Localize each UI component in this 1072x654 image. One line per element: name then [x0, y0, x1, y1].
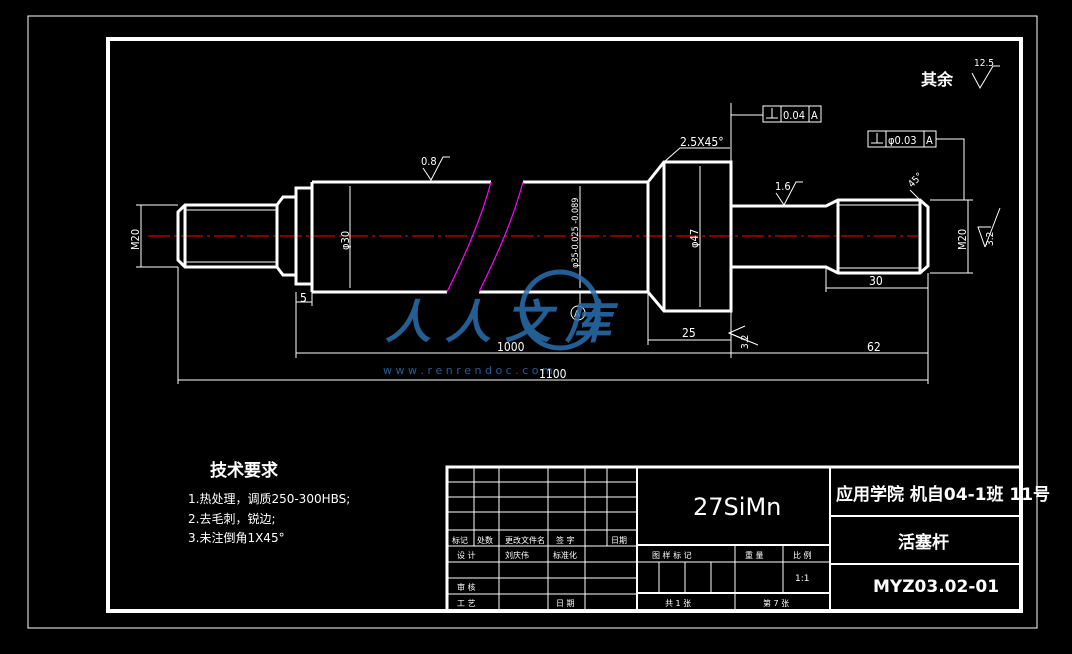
- tb-h-process: 工 艺: [457, 599, 476, 608]
- tb-h-designer: 刘庆伟: [505, 550, 529, 560]
- tb-h-scale: 比 例: [793, 550, 812, 560]
- thread-lines: [185, 204, 920, 269]
- angle-label: 45°: [906, 171, 925, 190]
- length-dims: [177, 103, 965, 384]
- tb-h-date: 日期: [611, 536, 627, 545]
- dim-5: 5: [300, 291, 307, 305]
- tech-requirements: 技术要求 1.热处理，调质250-300HBS; 2.去毛刺，锐边; 3.未注倒…: [188, 460, 350, 545]
- roughness-4: 3.2: [985, 232, 996, 246]
- tb-h-mark: 标记: [452, 535, 468, 545]
- roughness-other-label: 其余: [921, 70, 954, 89]
- dim-d30: φ30: [339, 231, 352, 250]
- watermark: 人人文库 w w w . r e n r e n d o c . c o m: [383, 269, 625, 377]
- tb-drawing-no: MYZ03.02-01: [873, 577, 999, 597]
- shaft-outline: [176, 160, 930, 313]
- perp-tol-2: φ0.03: [888, 134, 917, 147]
- dim-d35: φ35-0.025 -0.089: [571, 198, 581, 268]
- tb-scale-value: 1:1: [795, 574, 809, 584]
- tb-h-signature: 签 字: [556, 535, 575, 545]
- tb-part-name: 活塞杆: [898, 532, 949, 553]
- tech-item-3: 3.未注倒角1X45°: [188, 530, 285, 545]
- roughness-1: 0.8: [421, 155, 437, 168]
- break-lines: [446, 181, 524, 293]
- dim-1100: 1100: [539, 367, 567, 381]
- perp-tol-1-datum: A: [811, 109, 818, 122]
- tech-item-2: 2.去毛刺，锐边;: [188, 512, 276, 526]
- watermark-url: w w w . r e n r e n d o c . c o m: [383, 364, 553, 377]
- tech-item-1: 1.热处理，调质250-300HBS;: [188, 492, 350, 506]
- roughness-3: 3.2: [740, 335, 751, 349]
- dim-30: 30: [869, 274, 883, 288]
- tech-title: 技术要求: [210, 460, 278, 481]
- dim-m20-right: M20: [956, 229, 969, 250]
- tb-h-change: 更改文件名: [505, 535, 545, 545]
- roughness-2: 1.6: [775, 180, 791, 193]
- dim-62: 62: [867, 340, 881, 354]
- tb-material: 27SiMn: [693, 493, 781, 521]
- chamfer-label: 2.5X45°: [680, 135, 724, 149]
- tb-school: 应用学院 机自04-1班 11号: [836, 484, 1050, 505]
- tb-h-total: 共 1 张: [665, 599, 691, 608]
- dim-1000: 1000: [497, 340, 525, 354]
- tb-h-review: 审 核: [457, 582, 476, 592]
- datum-label: A: [574, 309, 581, 320]
- tb-h-design: 设 计: [457, 550, 476, 560]
- dim-d47: φ47: [688, 229, 701, 248]
- title-block: [445, 465, 1023, 613]
- tb-h-standardize: 标准化: [553, 550, 577, 560]
- perp-tolerance-1: [731, 105, 822, 123]
- dim-25: 25: [682, 326, 696, 340]
- perp-tolerance-2: [867, 130, 965, 148]
- perp-tol-1: 0.04: [783, 109, 805, 122]
- roughness-other: 其余 12.5: [921, 58, 1000, 90]
- outer-frame: [27, 15, 1038, 629]
- tb-h-sheet: 第 7 张: [763, 598, 789, 608]
- tb-h-count: 处数: [477, 535, 493, 545]
- tb-h-stage: 图 样 标 记: [652, 550, 692, 560]
- chamfer-leader: [663, 147, 921, 201]
- tb-h-weight: 重 量: [745, 550, 764, 560]
- tb-headers: 标记 处数 更改文件名 签 字 日期 设 计 刘庆伟 标准化 图 样 标 记 重…: [452, 535, 812, 608]
- perp-tol-2-datum: A: [926, 134, 933, 147]
- diameter-dims: [136, 166, 973, 307]
- right-roughness: [977, 207, 1001, 248]
- dim-m20-left: M20: [129, 229, 142, 250]
- roughness-symbols: [422, 156, 803, 346]
- roughness-other-value: 12.5: [974, 58, 994, 69]
- tb-h-date2: 日 期: [556, 599, 575, 608]
- datum-symbol: [570, 292, 586, 321]
- watermark-text: 人人文库: [385, 295, 625, 349]
